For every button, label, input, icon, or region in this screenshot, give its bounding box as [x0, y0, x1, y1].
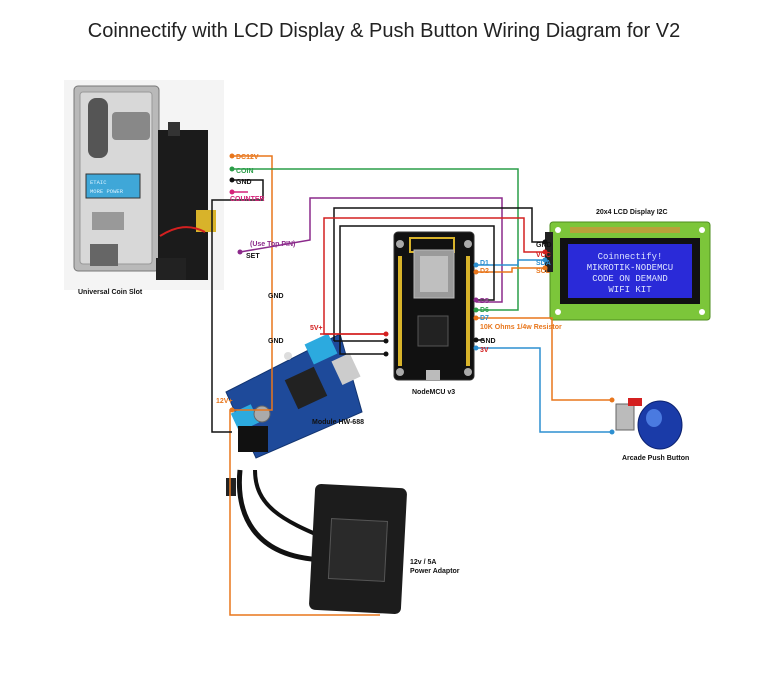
pin-counter: COUNTER	[230, 196, 265, 203]
module-out-label: 5V+	[310, 325, 323, 332]
node-pin-d7: D7	[480, 315, 489, 322]
module-in-label: 12V+	[216, 398, 233, 405]
button-caption: Arcade Push Button	[622, 455, 689, 462]
diagram-title: Coinnectify with LCD Display & Push Butt…	[87, 20, 681, 42]
node-pin-d2: D2	[480, 268, 489, 275]
coin-slot: ETAIC MORE POWER	[64, 80, 224, 290]
arcade-push-button	[615, 398, 683, 450]
gnd-label-1: GND	[268, 293, 284, 300]
resistor-note: 10K Ohms 1/4w Resistor	[480, 324, 562, 331]
pin-gnd: GND	[236, 179, 252, 186]
node-pin-d5: D5	[480, 298, 489, 305]
lcd-line-2: MIKROTIK-NODEMCU	[587, 263, 673, 273]
lcd-pin-gnd: GND	[536, 242, 552, 249]
wire-sda	[476, 259, 545, 266]
adaptor-caption-1: 12v / 5A	[410, 559, 436, 566]
adaptor-caption-2: Power Adaptor	[410, 568, 460, 575]
lcd-caption: 20x4 LCD Display I2C	[596, 209, 668, 216]
lcd-pin-sda: SDA	[536, 260, 551, 267]
set-label: SET	[246, 253, 260, 260]
node-pin-3v: 3V	[480, 347, 489, 354]
wire-d7	[476, 317, 612, 401]
lcd-line-3: CODE ON DEMAND	[592, 274, 668, 284]
gnd-label-2: GND	[268, 338, 284, 345]
node-pin-d6: D6	[480, 307, 489, 314]
lcd-pin-scl: SCL	[536, 268, 551, 275]
coin-slot-caption: Universal Coin Slot	[78, 289, 143, 296]
wire-dc12v	[229, 155, 380, 616]
wires	[211, 155, 612, 616]
coin-slot-screen-text-2: MORE POWER	[90, 188, 124, 195]
coin-slot-screen-text-1: ETAIC	[90, 179, 107, 186]
hw688-module	[225, 333, 363, 459]
lcd-pin-vcc: VCC	[536, 252, 551, 259]
wire-coin-gnd	[211, 179, 264, 433]
wire-lcd-gnd	[333, 207, 545, 341]
wire-3v	[476, 347, 612, 433]
nodemcu-board	[393, 231, 475, 381]
module-caption: Module HW-688	[312, 419, 364, 426]
wire-coin	[232, 168, 519, 311]
lcd-module: Coinnectify! MIKROTIK-NODEMCU CODE ON DE…	[545, 221, 711, 321]
pin-coin: COIN	[236, 168, 254, 175]
wire-set	[239, 197, 503, 303]
node-pin-gnd: GND	[480, 338, 496, 345]
pin-dots	[229, 153, 615, 435]
power-adaptor	[226, 469, 407, 615]
node-pin-d1: D1	[480, 260, 489, 267]
wire-d5	[339, 225, 495, 355]
pin-dc12v: DC12V	[236, 154, 259, 161]
set-note: (Use Top PIN)	[250, 241, 295, 248]
lcd-line-4: WIFI KIT	[608, 285, 652, 295]
nodemcu-caption: NodeMCU v3	[412, 389, 455, 396]
lcd-line-1: Coinnectify!	[598, 252, 663, 262]
